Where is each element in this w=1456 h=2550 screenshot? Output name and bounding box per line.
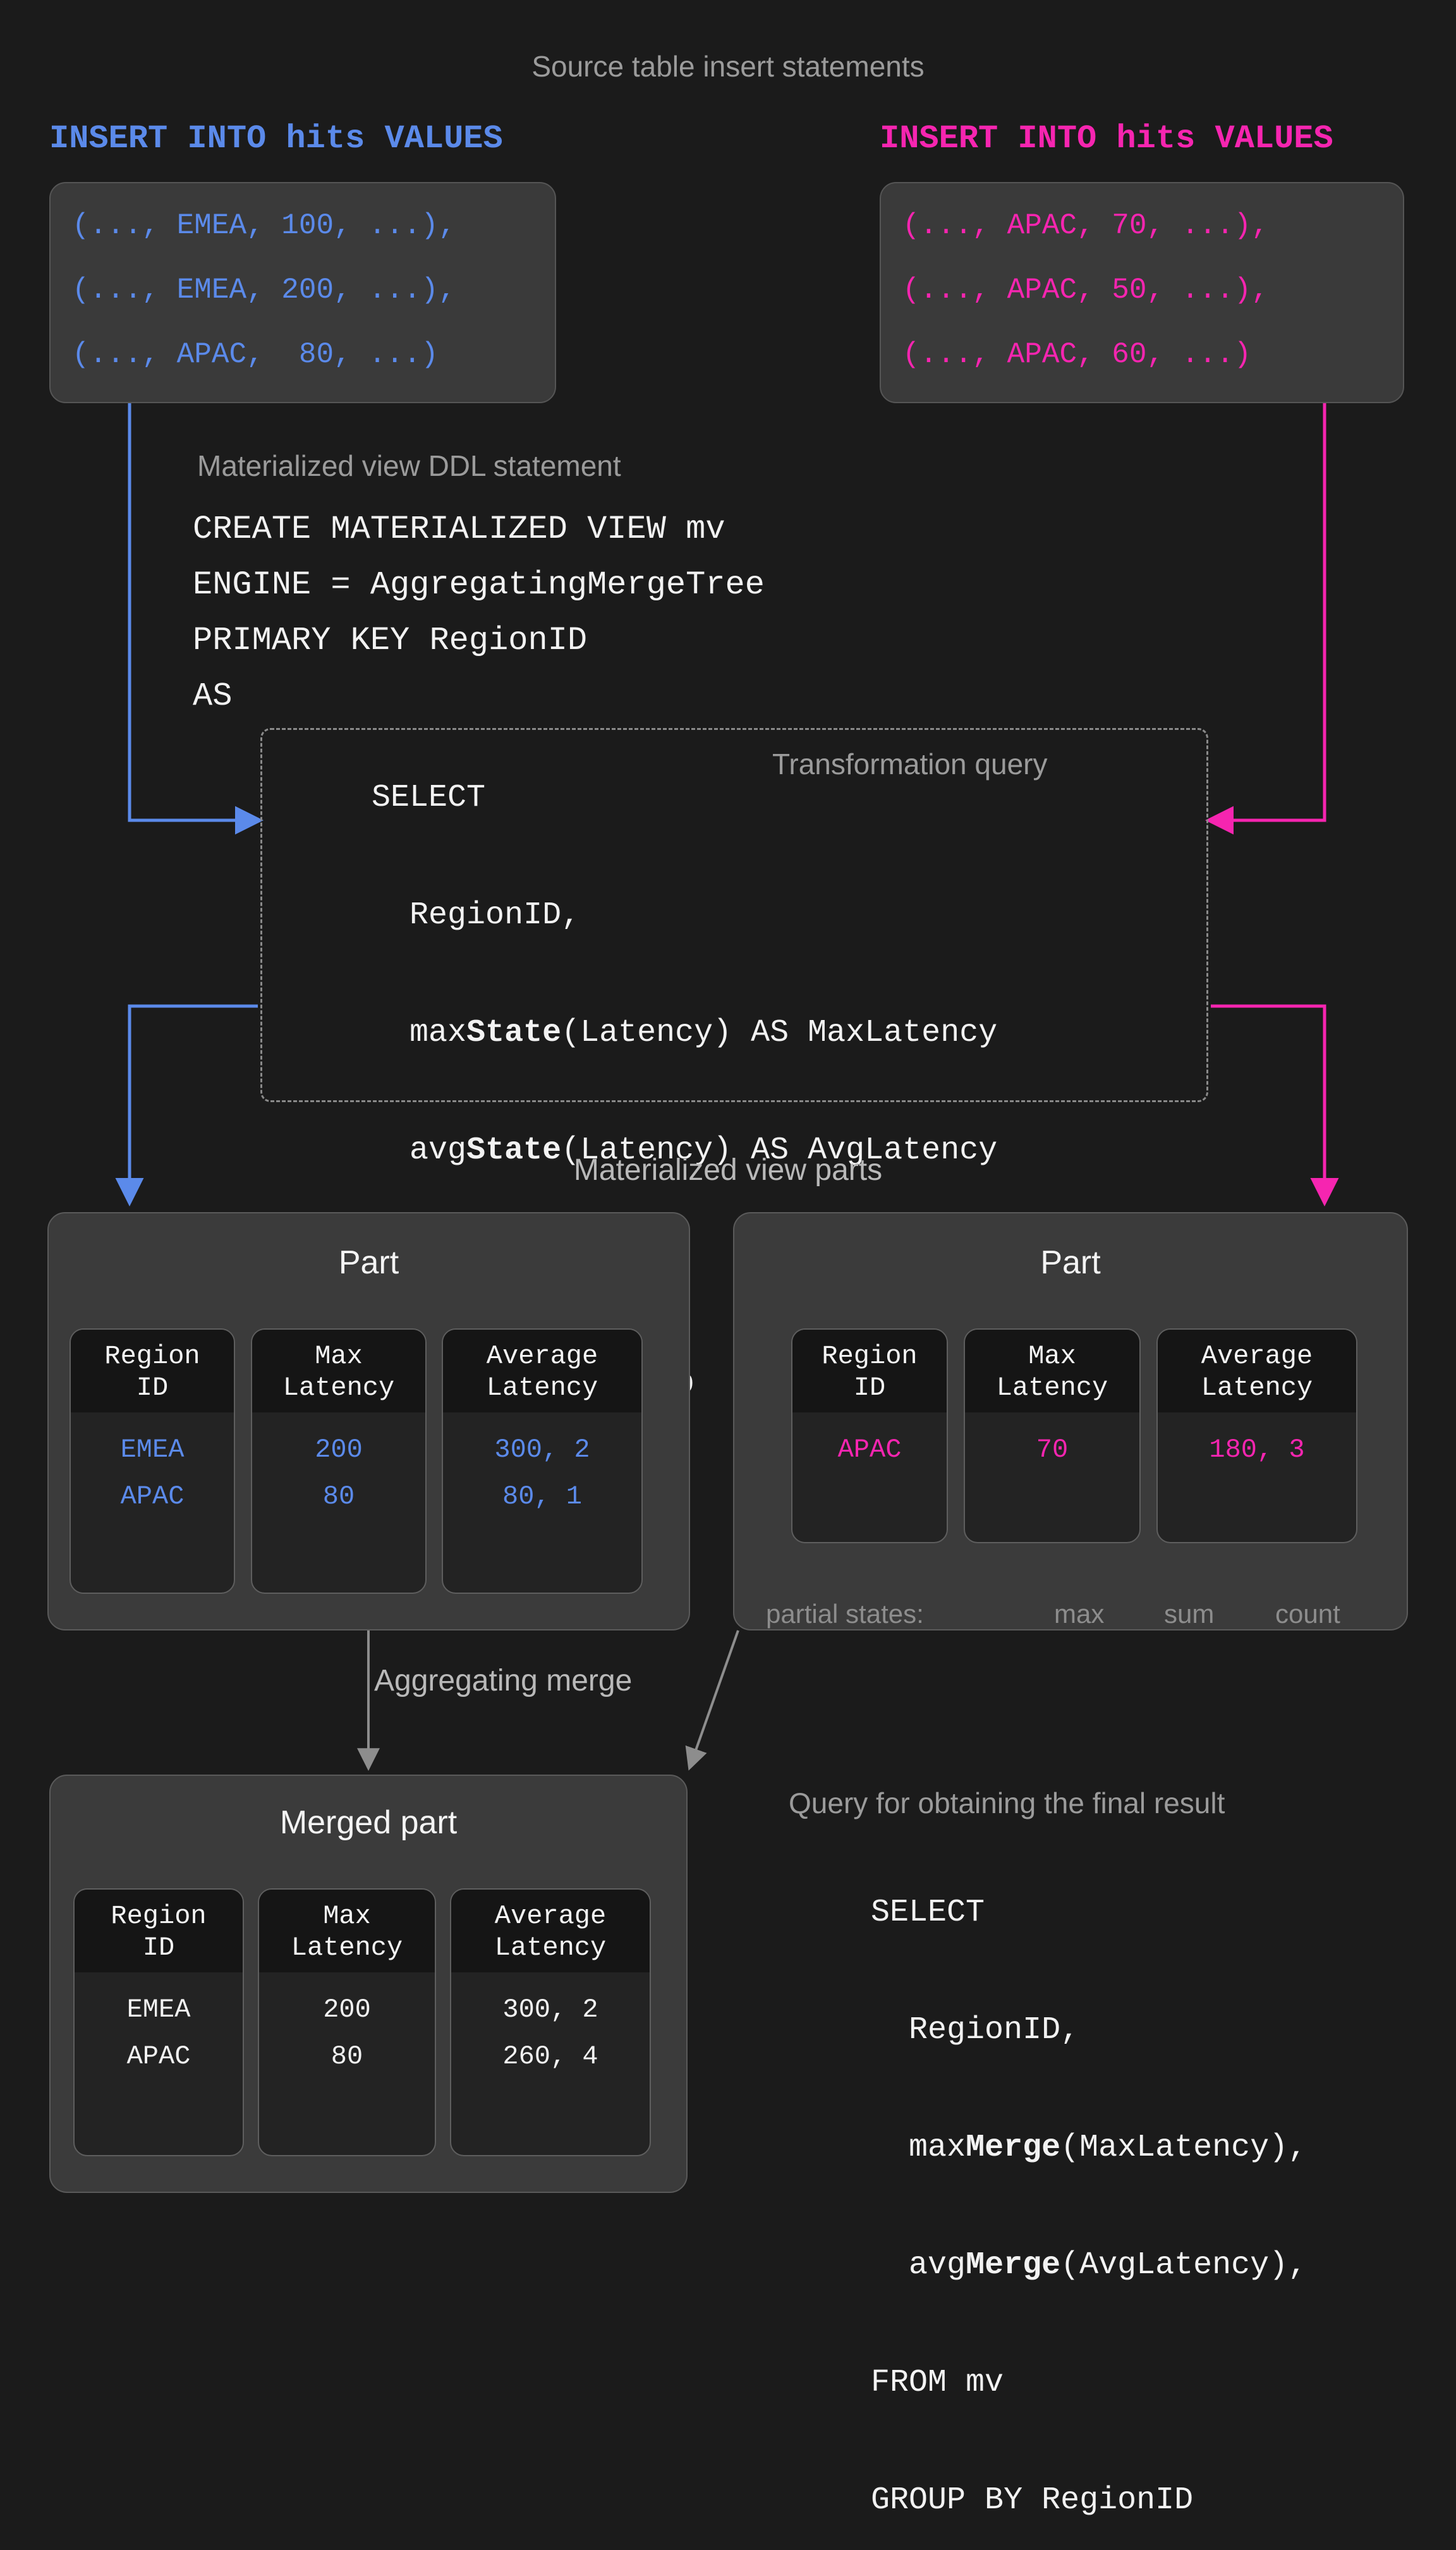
query-line: avgState(Latency) AS AvgLatency: [296, 1103, 997, 1198]
merged-column-average-latency: Average Latency 300, 2 260, 4: [450, 1888, 651, 2156]
transformation-query-title: Transformation query: [772, 748, 1048, 780]
column-header: Average Latency: [443, 1330, 641, 1413]
part-column-max-latency: Max Latency 70: [964, 1328, 1141, 1543]
transformation-query-box: [260, 728, 1208, 1102]
column-header: Region ID: [792, 1330, 947, 1413]
insert-card-right: (..., APAC, 70, ...), (..., APAC, 50, ..…: [880, 182, 1404, 403]
ddl-line: ENGINE = AggregatingMergeTree: [193, 566, 765, 604]
query-line-pre: avg: [372, 1132, 467, 1169]
insert-row: (..., APAC, 80, ...): [72, 338, 439, 371]
part-box-right: Part Region ID APAC Max Latency 70 Avera…: [733, 1212, 1408, 1630]
part-column-max-latency: Max Latency 200 80: [251, 1328, 427, 1594]
ddl-line: CREATE MATERIALIZED VIEW mv: [193, 511, 725, 548]
table-cell: 80: [331, 2041, 363, 2072]
table-cell: 80: [322, 1481, 355, 1512]
final-query-pre: avg: [871, 2247, 966, 2283]
final-query-pre: SELECT: [871, 1895, 985, 1931]
table-cell: 300, 2: [494, 1435, 590, 1466]
insert-row: (..., EMEA, 100, ...),: [72, 209, 456, 242]
part-column-average-latency: Average Latency 180, 3: [1156, 1328, 1357, 1543]
table-cell: EMEA: [120, 1435, 185, 1466]
query-line-pre: max: [372, 1015, 467, 1051]
arrow-pink-insert-to-query: [1204, 401, 1326, 835]
insert-header-left: INSERT INTO hits VALUES: [49, 120, 503, 157]
final-query-pre: GROUP BY RegionID: [871, 2482, 1194, 2518]
table-cell: 180, 3: [1209, 1435, 1305, 1466]
table-cell: EMEA: [126, 1994, 191, 2025]
final-query-pre: FROM mv: [871, 2365, 1004, 2401]
final-query-line: SELECT: [795, 1866, 1307, 1960]
insert-row: (..., EMEA, 200, ...),: [72, 274, 456, 307]
query-line-pre: SELECT: [372, 780, 486, 816]
arrow-merge-right: [685, 1630, 739, 1771]
table-cell: 300, 2: [502, 1994, 598, 2025]
column-header: Max Latency: [252, 1330, 425, 1413]
column-header: Max Latency: [965, 1330, 1139, 1413]
final-query-post: (AvgLatency),: [1060, 2247, 1307, 2283]
merged-column-region-id: Region ID EMEA APAC: [73, 1888, 244, 2156]
table-cell: 260, 4: [502, 2041, 598, 2072]
query-line-bold: State: [466, 1132, 562, 1169]
final-query-line: avgMerge(AvgLatency),: [795, 2218, 1307, 2313]
part-title: Part: [338, 1244, 399, 1281]
partial-state-count: count: [1275, 1599, 1340, 1629]
insert-row: (..., APAC, 60, ...): [902, 338, 1252, 371]
ddl-line: AS: [193, 677, 233, 715]
final-query-pre: RegionID,: [871, 2012, 1080, 2048]
query-line: SELECT: [296, 751, 997, 846]
table-cell: 80, 1: [502, 1481, 583, 1512]
table-cell: APAC: [837, 1435, 902, 1466]
ddl-line: PRIMARY KEY RegionID: [193, 622, 588, 659]
final-query-line: FROM mv: [795, 2336, 1307, 2431]
column-header: Average Latency: [1158, 1330, 1356, 1413]
insert-row: (..., APAC, 70, ...),: [902, 209, 1269, 242]
aggregating-merge-label: Aggregating merge: [374, 1664, 633, 1697]
parts-section-title: Materialized view parts: [573, 1153, 883, 1187]
column-header: Average Latency: [451, 1890, 650, 1973]
table-cell: APAC: [120, 1481, 185, 1512]
table-cell: 200: [323, 1994, 371, 2025]
query-line: maxState(Latency) AS MaxLatency: [296, 986, 997, 1081]
part-title: Part: [1040, 1244, 1101, 1281]
query-line-post: (Latency) AS MaxLatency: [561, 1015, 998, 1051]
part-column-region-id: Region ID APAC: [791, 1328, 948, 1543]
query-line-post: (Latency) AS AvgLatency: [561, 1132, 998, 1169]
final-query-title: Query for obtaining the final result: [789, 1787, 1225, 1819]
final-query-text: SELECT RegionID, maxMerge(MaxLatency), a…: [795, 1866, 1307, 2548]
final-query-line: maxMerge(MaxLatency),: [795, 2101, 1307, 2195]
merged-column-max-latency: Max Latency 200 80: [258, 1888, 436, 2156]
query-line-bold: State: [466, 1015, 562, 1051]
column-header: Region ID: [75, 1890, 243, 1973]
insert-header-right: INSERT INTO hits VALUES: [880, 120, 1333, 157]
ddl-section-title: Materialized view DDL statement: [197, 449, 621, 482]
table-cell: APAC: [126, 2041, 191, 2072]
column-header: Max Latency: [259, 1890, 435, 1973]
column-header: Region ID: [71, 1330, 234, 1413]
partial-state-sum: sum: [1164, 1599, 1215, 1629]
final-query-bold: Merge: [966, 2130, 1061, 2166]
table-cell: 200: [315, 1435, 363, 1466]
merged-part-box: Merged part Region ID EMEA APAC Max Late…: [49, 1775, 688, 2193]
merged-part-title: Merged part: [279, 1804, 458, 1841]
final-query-bold: Merge: [966, 2247, 1061, 2283]
source-section-title: Source table insert statements: [531, 50, 925, 83]
part-box-left: Part Region ID EMEA APAC Max Latency 200…: [47, 1212, 690, 1630]
insert-row: (..., APAC, 50, ...),: [902, 274, 1269, 307]
partial-state-max: max: [1054, 1599, 1105, 1629]
partial-states-label: partial states:: [766, 1599, 924, 1629]
table-cell: 70: [1036, 1435, 1069, 1466]
part-column-region-id: Region ID EMEA APAC: [70, 1328, 235, 1594]
final-query-post: (MaxLatency),: [1060, 2130, 1307, 2166]
part-column-average-latency: Average Latency 300, 2 80, 1: [442, 1328, 643, 1594]
insert-card-left: (..., EMEA, 100, ...), (..., EMEA, 200, …: [49, 182, 556, 403]
query-line: RegionID,: [296, 868, 997, 963]
query-line-pre: RegionID,: [372, 897, 581, 933]
final-query-line: GROUP BY RegionID: [795, 2453, 1307, 2548]
final-query-line: RegionID,: [795, 1983, 1307, 2078]
final-query-pre: max: [871, 2130, 966, 2166]
ddl-statement: CREATE MATERIALIZED VIEW mv ENGINE = Agg…: [193, 513, 765, 713]
